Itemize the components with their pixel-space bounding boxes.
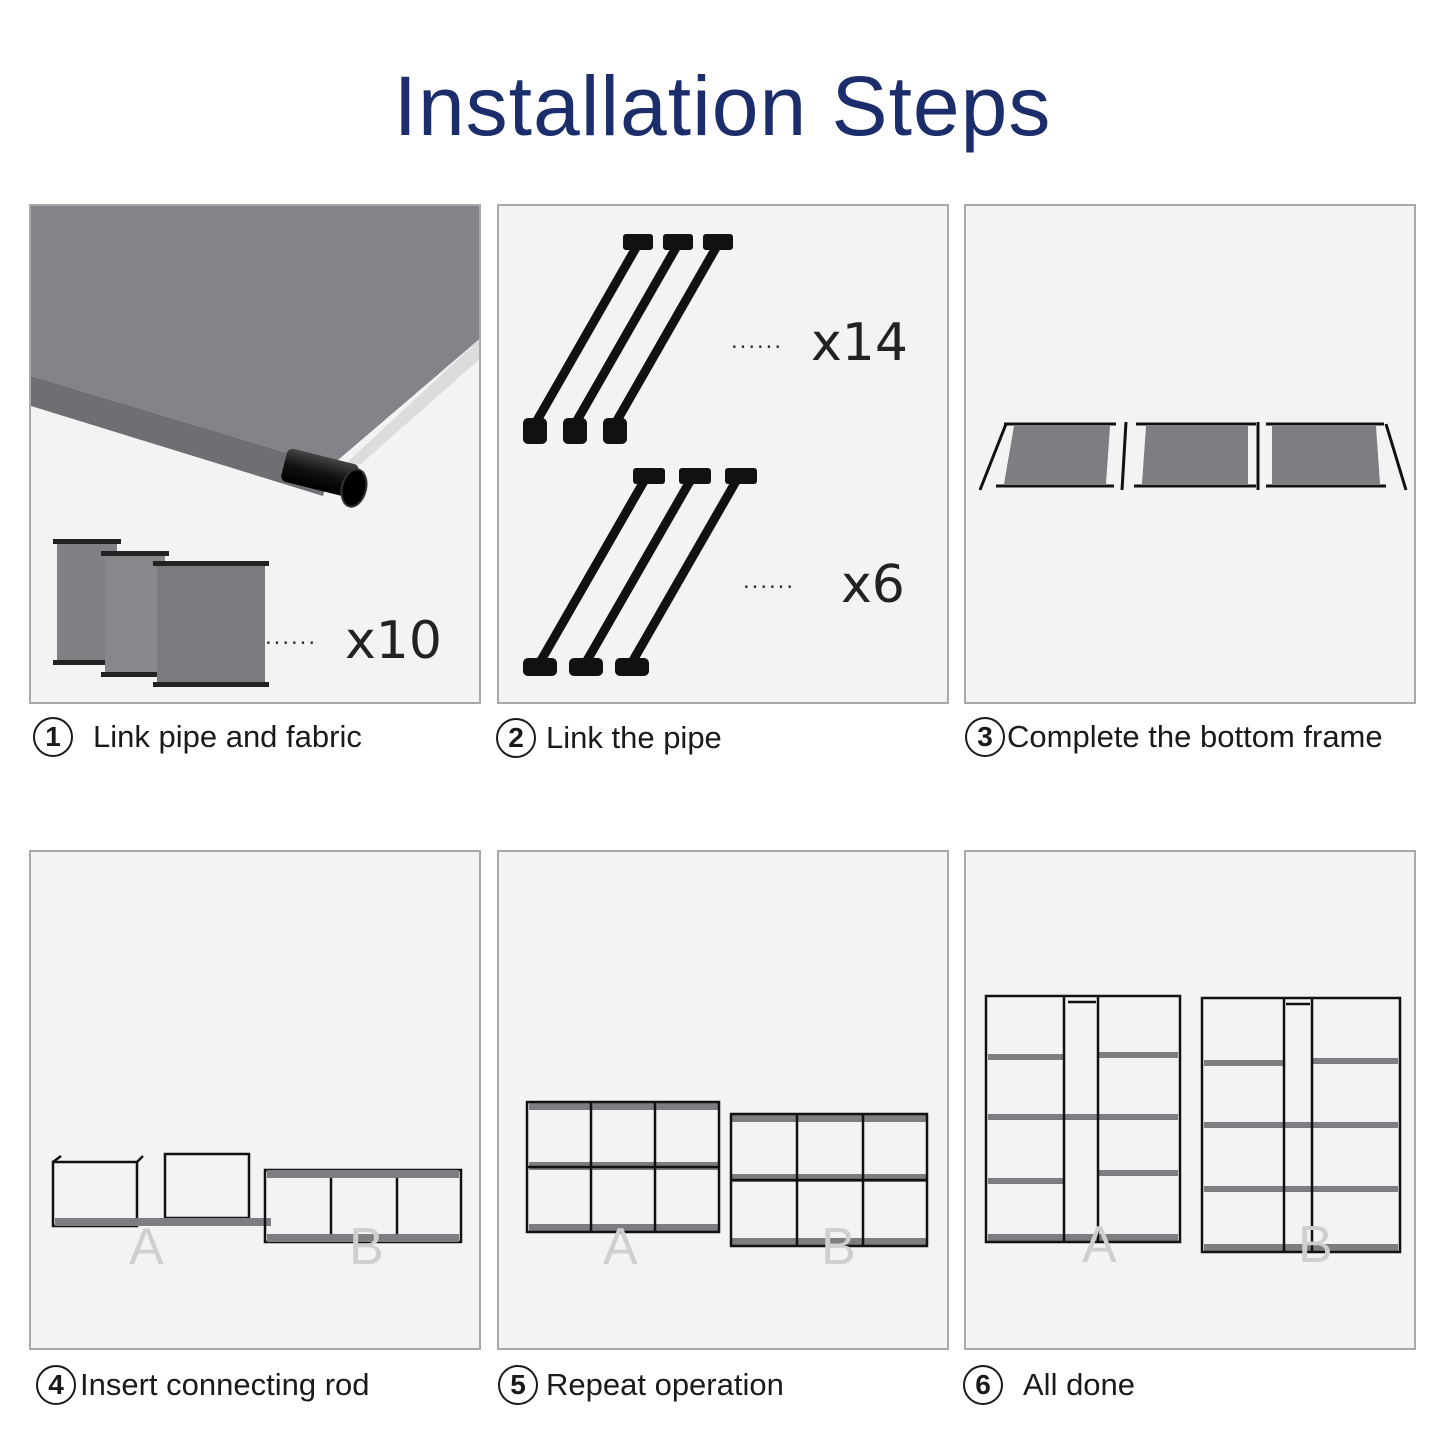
pipe-group-6 (534, 471, 744, 669)
fabric-roll (31, 376, 331, 496)
step-3-caption: 3 Complete the bottom frame (965, 715, 1383, 759)
unit-a-label: A (1082, 1216, 1117, 1274)
step-number-badge: 3 (965, 717, 1005, 757)
step-label: Link the pipe (546, 720, 722, 755)
quantity-label: x10 (345, 611, 442, 671)
unit-a-label: A (603, 1218, 638, 1276)
step-6-caption: 6 All done (963, 1363, 1135, 1407)
step-6-panel: A B (964, 850, 1416, 1350)
step-label: Insert connecting rod (80, 1367, 370, 1402)
bottom-frame-illustration (978, 421, 1408, 491)
frame-pipes (978, 421, 1408, 491)
step-2-panel: ...... x14 ...... x6 (497, 204, 949, 704)
page-title: Installation Steps (393, 59, 1052, 153)
step-5-caption: 5 Repeat operation (498, 1363, 784, 1407)
step-label: Repeat operation (546, 1367, 784, 1402)
frame-fabric-panels (1004, 426, 1380, 484)
step-number-badge: 5 (498, 1365, 538, 1405)
wardrobe-shelves (988, 1052, 1398, 1252)
fabric-panels-stack (53, 539, 269, 687)
quantity-label-14: x14 (811, 313, 908, 373)
fabric-sheet (31, 206, 479, 466)
step-4-caption: 4 Insert connecting rod (36, 1363, 370, 1407)
frame-a (525, 1100, 721, 1234)
repeat-operation-illustration: A B (525, 1100, 929, 1276)
step-number-badge: 4 (36, 1365, 76, 1405)
dots-leader: ...... (265, 623, 317, 650)
fabric-roll-illustration: ...... x10 (31, 206, 479, 687)
step-2-caption: 2 Link the pipe (496, 716, 722, 760)
connecting-rod-illustration: A B (51, 1152, 463, 1276)
finished-wardrobe-illustration: A B (984, 994, 1402, 1274)
pipe-group-14 (530, 241, 722, 429)
shelf-fabric (529, 1102, 927, 1246)
step-label: All done (1023, 1367, 1136, 1402)
unit-b-label: B (1298, 1216, 1333, 1274)
pipe-end (281, 448, 359, 498)
step-number-badge: 2 (496, 718, 536, 758)
dots-leader: ...... (743, 567, 795, 594)
wardrobe-frame-b (1200, 996, 1402, 1254)
step-1-caption: 1 Link pipe and fabric (33, 715, 362, 759)
pipe-connectors-bottom (523, 468, 757, 676)
unit-b-label: B (821, 1218, 856, 1276)
pipes-illustration: ...... x14 ...... x6 (523, 234, 908, 676)
step-1-panel: ...... x10 (29, 204, 481, 704)
step-3-panel (964, 204, 1416, 704)
dots-leader: ...... (731, 327, 783, 354)
pipe-connectors-top (523, 234, 733, 444)
step-number-badge: 6 (963, 1365, 1003, 1405)
step-number-badge: 1 (33, 717, 73, 757)
step-4-panel: A B (29, 850, 481, 1350)
step-label: Complete the bottom frame (1007, 719, 1383, 754)
step-label: Link pipe and fabric (93, 719, 362, 754)
unit-a-label: A (129, 1218, 164, 1276)
unit-b-label: B (349, 1218, 384, 1276)
quantity-label-6: x6 (841, 555, 905, 615)
step-5-panel: A B (497, 850, 949, 1350)
frame-a-cubes (51, 1152, 251, 1228)
wardrobe-frame-a (984, 994, 1182, 1244)
frame-b (729, 1112, 929, 1248)
